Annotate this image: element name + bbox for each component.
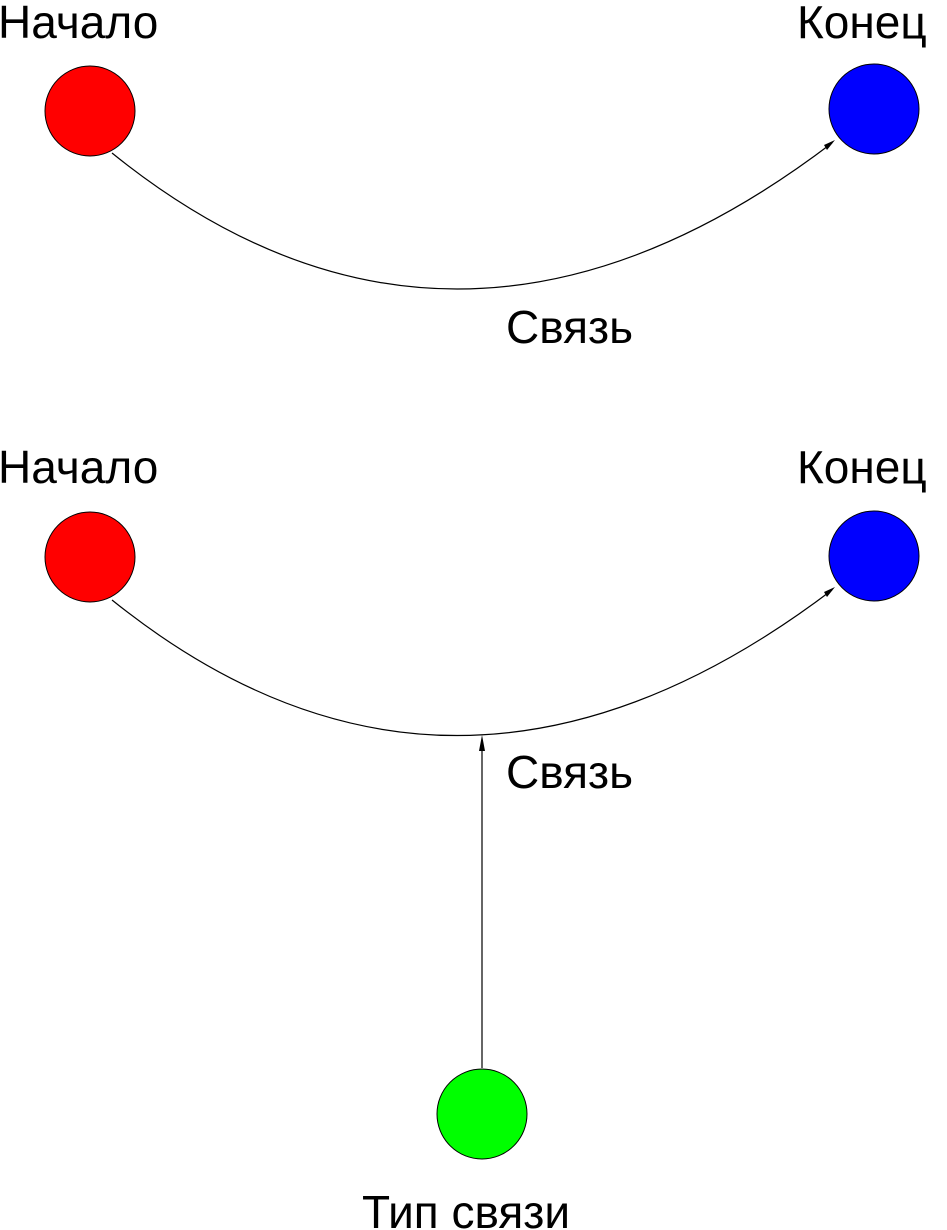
relation-type-node xyxy=(436,1068,528,1160)
start-node-label: Начало xyxy=(0,441,158,493)
type-link-arrowhead xyxy=(479,735,485,751)
relation-type-label: Тип связи xyxy=(362,1186,570,1230)
relation-label: Связь xyxy=(506,746,633,798)
start-node xyxy=(44,511,136,603)
start-node xyxy=(44,65,136,157)
end-node-label: Конец xyxy=(797,441,927,493)
relation-label: Связь xyxy=(506,301,633,353)
relation-edge xyxy=(111,142,833,290)
start-node-label: Начало xyxy=(0,0,158,48)
end-node xyxy=(828,510,920,602)
relation-arrowhead xyxy=(824,140,835,150)
relation-edge xyxy=(111,589,833,737)
diagram-1: Начало Конец Связь xyxy=(0,0,927,353)
end-node xyxy=(828,63,920,155)
relation-arrowhead xyxy=(824,587,835,597)
diagram-2: Начало Конец Связь Тип связи xyxy=(0,441,927,1230)
end-node-label: Конец xyxy=(797,0,927,48)
